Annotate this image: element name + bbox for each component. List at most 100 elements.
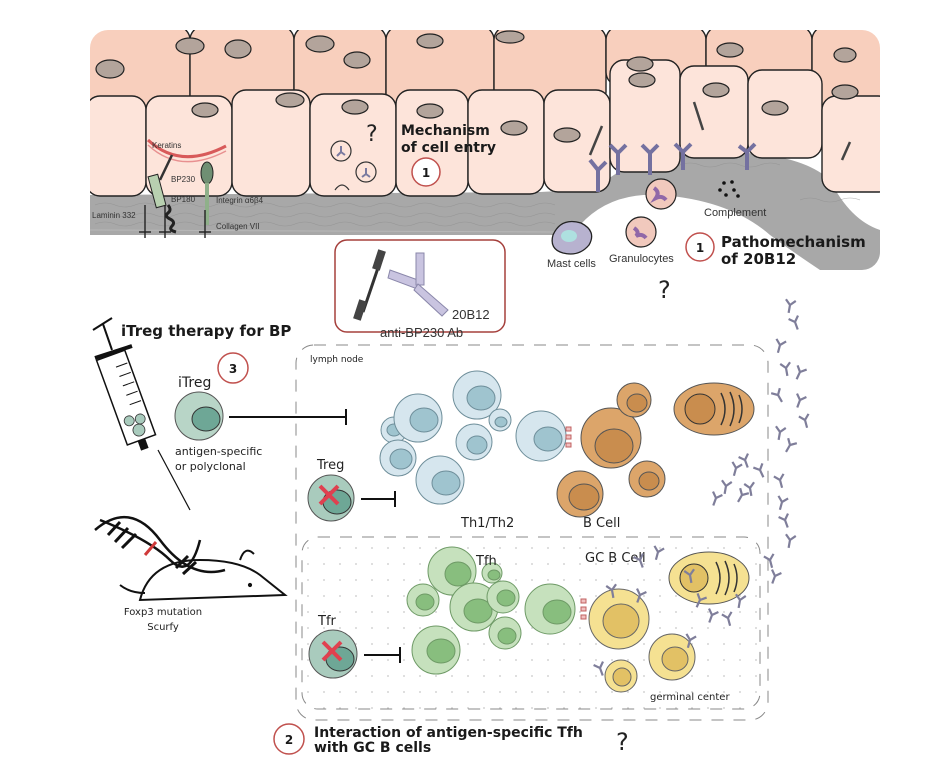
antibody-icon — [796, 393, 807, 408]
label-scurfy: Scurfy — [147, 622, 179, 633]
badge-1-pathomechanism: 1 — [685, 232, 715, 262]
label-tfr: Tfr — [317, 614, 337, 629]
antibody-icon — [771, 569, 782, 584]
heading-itreg-therapy: iTreg therapy for BP — [121, 322, 291, 340]
antibody-icon — [785, 533, 797, 549]
label-laminin: Laminin 332 — [92, 211, 136, 220]
label-itreg-desc-line1: antigen-specific — [175, 445, 262, 458]
label-lymph-node: lymph node — [310, 355, 364, 365]
antibody-legend-box: 20B12 anti-BP230 Ab — [334, 239, 506, 340]
badge-1-cell-entry: 1 — [411, 157, 441, 187]
antibody-icon — [735, 593, 747, 609]
antibody-icon — [695, 592, 708, 608]
antibody-icon — [743, 481, 755, 497]
anti-bp230-in-cells — [588, 101, 852, 161]
heading-pathomechanism-line2: of 20B12 — [721, 250, 796, 268]
itreg-inhibition-arrow — [229, 409, 347, 425]
treg-inhibition-arrow — [361, 491, 396, 507]
antibody-icon — [778, 513, 789, 528]
tfr-inhibition-arrow — [364, 647, 401, 663]
antibody-icon — [653, 545, 665, 561]
label-treg: Treg — [316, 458, 344, 473]
scurfy-mouse-icon — [94, 515, 288, 602]
antibody-icon — [738, 453, 749, 468]
label-tfh: Tfh — [475, 554, 497, 569]
cell-nuclei — [95, 30, 859, 143]
heading-mechanism-cell-entry-line1: Mechanism — [401, 123, 490, 139]
antibody-icon — [712, 491, 723, 506]
label-germinal-center: germinal center — [650, 692, 730, 703]
antibody-icon — [777, 495, 789, 511]
endocytic-vesicles — [330, 140, 377, 191]
label-th1-th2: Th1/Th2 — [460, 516, 514, 531]
anti-bp230-antibody-icon — [353, 249, 386, 321]
th-cells — [379, 370, 567, 505]
integrin-protein — [200, 161, 214, 185]
antibody-icon — [763, 553, 775, 569]
antibody-icon — [636, 588, 647, 603]
question-mark-cell-entry: ? — [366, 122, 378, 147]
antibody-icon — [731, 461, 743, 477]
cross-icon — [318, 484, 340, 506]
cross-icon — [321, 640, 343, 662]
svg-text:1: 1 — [422, 166, 430, 180]
label-bp230: BP230 — [171, 175, 196, 184]
20b12-antibody-icon — [387, 252, 449, 317]
antibody-icon — [683, 568, 695, 584]
heading-interaction-line2: with GC B cells — [314, 740, 431, 756]
heading-pathomechanism-line1: Pathomechanism — [721, 233, 866, 251]
antibody-icon — [721, 611, 733, 627]
complement-dots — [718, 180, 740, 198]
question-mark-interaction: ? — [616, 728, 629, 756]
antibody-icon — [633, 553, 644, 568]
antibody-icon — [752, 462, 765, 478]
skin-section — [90, 30, 880, 270]
antibody-icon — [795, 364, 808, 380]
label-granulocytes: Granulocytes — [609, 253, 674, 265]
label-itreg-desc-line2: or polyclonal — [175, 460, 246, 473]
tfh-cells — [406, 546, 576, 675]
granulocyte — [645, 178, 677, 210]
label-itreg: iTreg — [178, 375, 211, 391]
antibody-icon — [721, 479, 733, 495]
label-complement: Complement — [704, 207, 766, 219]
antibody-icon — [708, 608, 719, 623]
svg-text:2: 2 — [285, 733, 293, 747]
antibody-icon — [775, 425, 787, 441]
antibody-icon — [788, 315, 799, 330]
mast-cell — [551, 220, 593, 255]
antibody-icon — [737, 487, 750, 503]
syringe-icon — [92, 317, 191, 511]
badge-2: 2 — [273, 723, 305, 755]
basement-membrane — [90, 151, 880, 270]
antibody-icon — [798, 413, 810, 429]
badge-3: 3 — [217, 352, 249, 384]
label-b-cell: B Cell — [583, 516, 620, 531]
question-mark-pathomechanism: ? — [658, 276, 671, 304]
label-mast-cells: Mast cells — [547, 258, 596, 270]
antibody-icon — [775, 338, 787, 354]
antibody-icon — [779, 361, 791, 377]
antibody-icon — [773, 473, 785, 489]
label-collagen: Collagen VII — [216, 222, 260, 231]
granulocyte — [625, 216, 657, 248]
keratin-filaments — [146, 138, 227, 159]
treg-cell-defective — [307, 474, 355, 522]
antibody-icon — [785, 437, 798, 453]
label-keratins: Keratins — [152, 141, 181, 150]
antibody-icon — [785, 298, 797, 314]
label-integrin: Integrin α6β4 — [216, 196, 264, 205]
label-20b12: 20B12 — [452, 307, 490, 322]
plasma-cell — [673, 382, 755, 436]
label-anti-bp230: anti-BP230 Ab — [380, 325, 463, 340]
gc-b-cells — [588, 588, 696, 693]
antibody-icon — [605, 583, 617, 599]
label-foxp3-mutation: Foxp3 mutation — [124, 607, 202, 618]
antibody-icon — [685, 633, 697, 649]
heading-interaction-line1: Interaction of antigen-specific Tfh — [314, 725, 583, 741]
synapse-molecules — [565, 426, 572, 448]
bound-20b12-antibodies — [588, 142, 757, 192]
antibody-icon — [593, 661, 604, 676]
antibody-icon — [770, 387, 783, 403]
b-cells — [556, 382, 666, 518]
